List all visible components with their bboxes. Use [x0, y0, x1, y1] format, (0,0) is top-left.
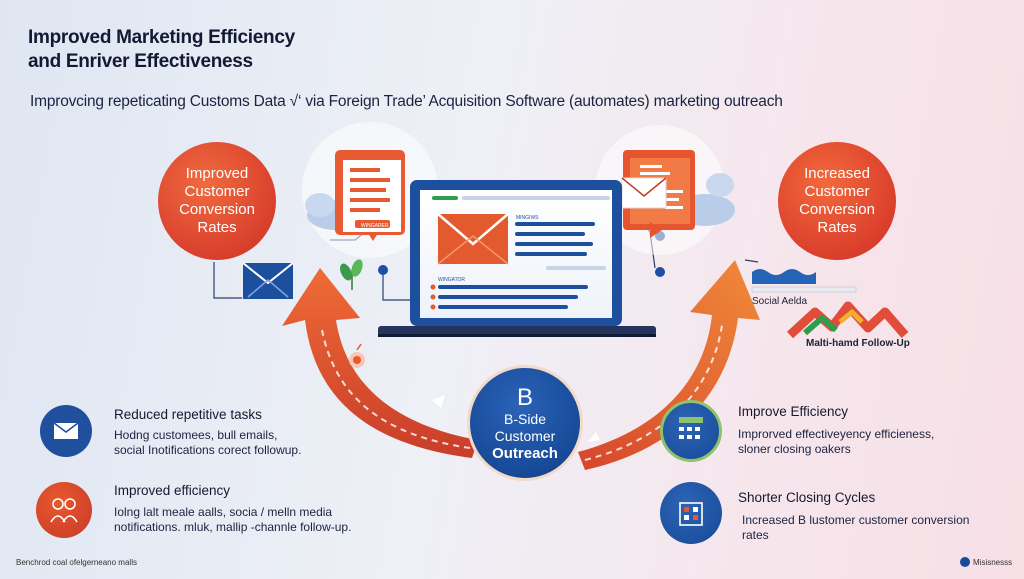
followup-label: Malti-hamd Follow-Up	[806, 338, 910, 349]
left-arrow	[282, 268, 478, 458]
left-cloud-doc	[302, 122, 438, 258]
increased-conversion-circle: Increased Customer Conversion Rates	[778, 142, 896, 260]
right-item-2-title: Shorter Closing Cycles	[738, 490, 876, 505]
left-item-1-title: Reduced repetitive tasks	[114, 407, 262, 422]
closing-cycles-icon	[660, 482, 722, 544]
page-title: Improved Marketing Efficiency and Enrive…	[28, 27, 295, 72]
svg-text:WINGATOR: WINGATOR	[438, 277, 465, 283]
building-icon	[679, 502, 703, 526]
right-item-1-title: Improve Efficiency	[738, 404, 849, 419]
footer-left-text: Benchrod coal ofelgerneano malls	[16, 558, 137, 567]
page-subtitle: Improvcing repeticating Customs Data √‘ …	[30, 93, 783, 110]
calculator-icon	[679, 417, 703, 439]
improved-conversion-circle: Improved Customer Conversion Rates	[158, 142, 276, 260]
left-envelope-icon	[242, 262, 294, 299]
svg-text:MINGIWS: MINGIWS	[516, 215, 539, 221]
social-label: Social Aelda	[752, 296, 808, 307]
right-item-2-desc: Increased B lustomer customer conversion…	[742, 513, 970, 542]
b-side-outreach-circle: B B-Side Customer Outreach	[467, 365, 583, 481]
laptop	[378, 180, 656, 337]
right-cloud-doc	[595, 125, 735, 255]
left-item-2-title: Improved efficiency	[114, 483, 231, 498]
brand-logo-icon	[960, 557, 970, 567]
envelope-icon	[53, 422, 79, 439]
mountain-chart	[786, 301, 909, 339]
left-item-2-desc: Iolng lalt meale aalls, socia / melln me…	[114, 505, 352, 534]
plant-icon	[340, 259, 363, 290]
right-arrow	[578, 260, 760, 470]
svg-text:WINGARER: WINGARER	[361, 223, 389, 229]
social-wave	[751, 269, 857, 293]
peach-icon	[349, 343, 365, 368]
people-icon	[50, 498, 78, 523]
efficiency-item-icon	[36, 482, 92, 538]
right-item-1-desc: Improrved effectiveyency efficieness, sl…	[738, 427, 935, 456]
footer-brand: Misisnesss	[960, 557, 1012, 567]
improve-efficiency-icon	[660, 400, 722, 462]
email-item-icon	[40, 405, 92, 457]
left-item-1-desc: Hodng customees, bull emails, social Ino…	[114, 428, 302, 457]
